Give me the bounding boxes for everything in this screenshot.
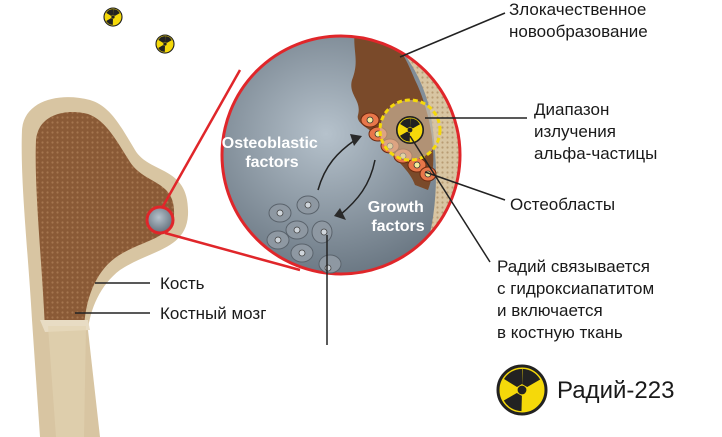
legend-label: Радий-223 bbox=[557, 377, 674, 404]
growth-factors-label: Growth factors bbox=[368, 199, 428, 235]
legend: Радий-223 bbox=[496, 362, 674, 418]
marrow-label: Костный мозг bbox=[160, 304, 266, 323]
radiation-icon bbox=[103, 6, 123, 28]
osteoblasts-label: Остеобласты bbox=[510, 195, 615, 214]
alpha-range-label: Диапазон излучения альфа-частицы bbox=[534, 100, 657, 163]
tumor-label: Злокачественное новообразование bbox=[509, 0, 651, 41]
bone-label: Кость bbox=[160, 274, 205, 293]
osteoblastic-factors-label: Osteoblastic factors bbox=[222, 135, 322, 171]
radium-binds-label: Радий связывается с гидроксиапатитом и в… bbox=[497, 257, 659, 342]
radiation-icon bbox=[155, 33, 175, 55]
magnified-view bbox=[222, 36, 460, 274]
radiation-icon bbox=[395, 114, 425, 146]
radiation-icon bbox=[496, 362, 548, 418]
magnified-area-marker bbox=[145, 205, 175, 235]
femur-bone bbox=[21, 97, 189, 437]
